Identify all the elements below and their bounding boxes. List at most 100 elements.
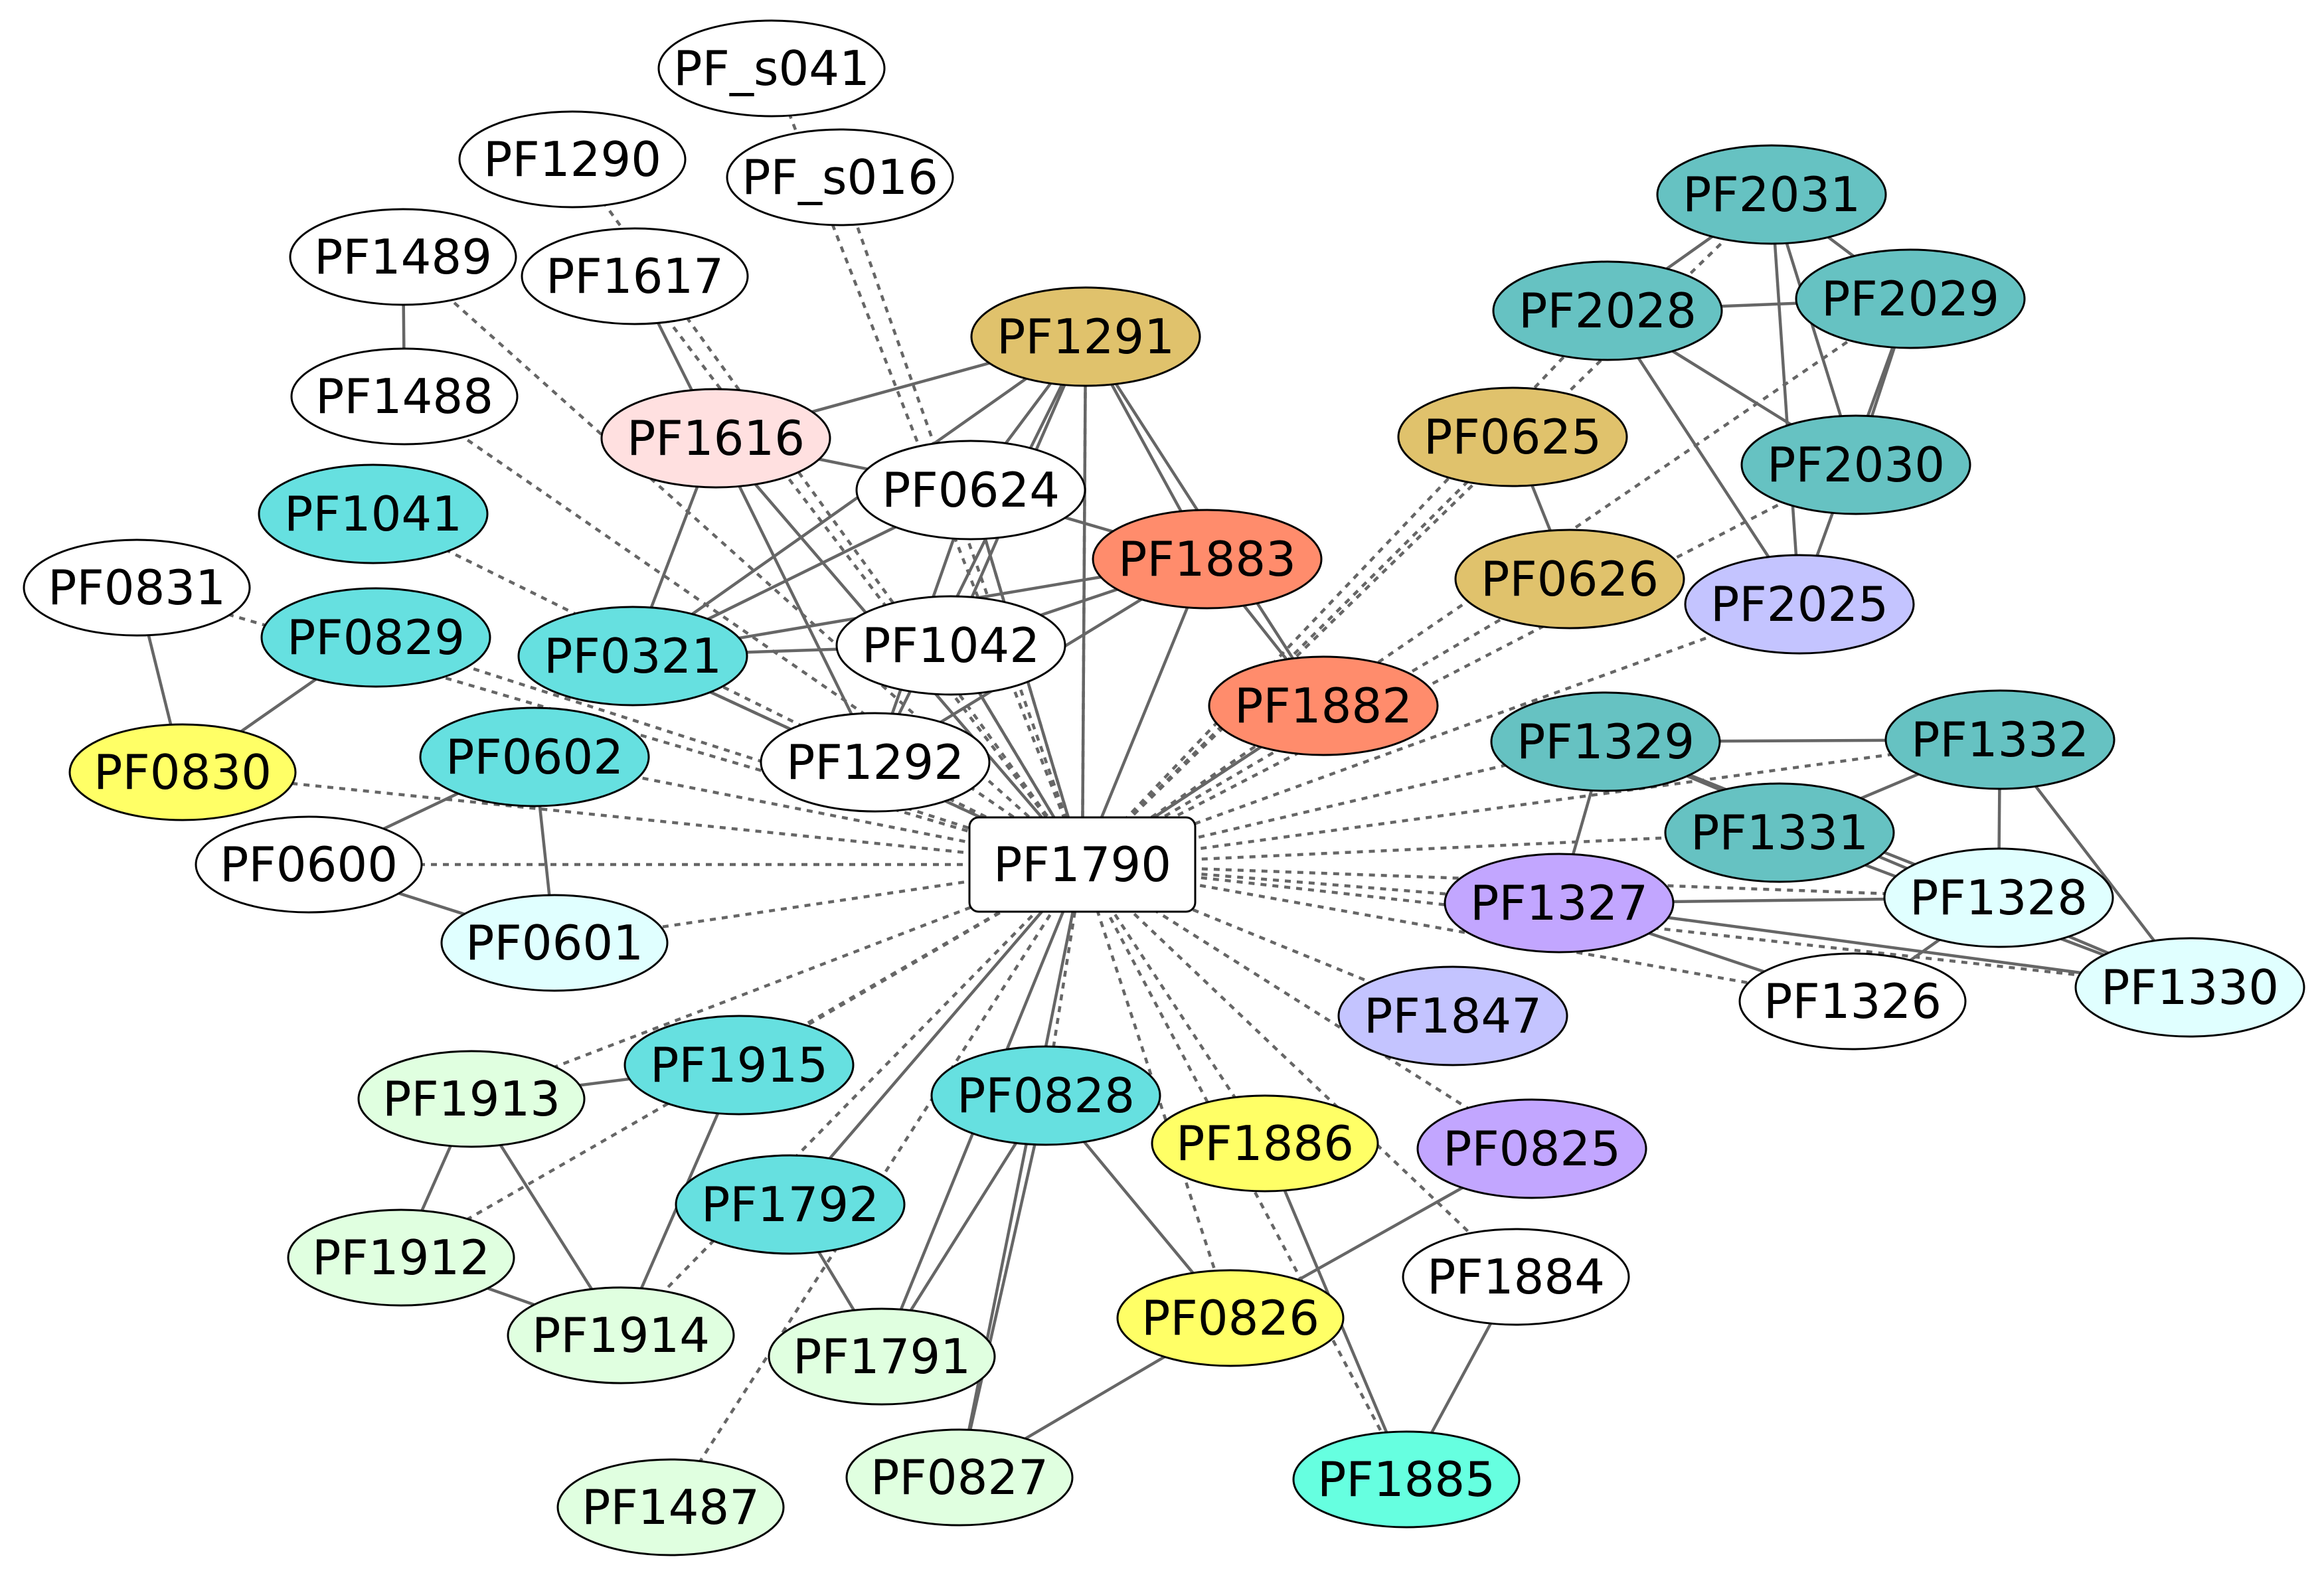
node-pf2031[interactable]: PF2031 <box>1656 144 1887 245</box>
node-label: PF0831 <box>48 560 226 616</box>
node-shape <box>440 894 669 992</box>
node-pf0624[interactable]: PF0624 <box>855 440 1086 541</box>
node-pf1489[interactable]: PF1489 <box>289 208 517 306</box>
node-pf0827[interactable]: PF0827 <box>845 1428 1074 1527</box>
node-shape <box>1092 509 1323 610</box>
node-pf1886[interactable]: PF1886 <box>1151 1094 1379 1193</box>
node-label: PF1913 <box>382 1071 560 1127</box>
node-pf-s041[interactable]: PF_s041 <box>657 19 886 118</box>
node-shape <box>419 707 650 807</box>
node-pf0626[interactable]: PF0626 <box>1454 529 1685 629</box>
edge-pf1790-pf1884 <box>1081 863 1517 1278</box>
edge-pf2028-pf2025 <box>1606 309 1801 606</box>
node-label: PF0626 <box>1481 551 1659 607</box>
node-pf0602[interactable]: PF0602 <box>419 707 650 807</box>
node-label: PF1915 <box>650 1037 828 1093</box>
node-label: PF1886 <box>1176 1116 1354 1171</box>
node-pf1792[interactable]: PF1792 <box>675 1154 906 1255</box>
node-shape <box>657 19 886 118</box>
node-pf0829[interactable]: PF0829 <box>260 587 491 688</box>
node-pf1847[interactable]: PF1847 <box>1337 965 1568 1066</box>
node-pf1042[interactable]: PF1042 <box>835 595 1066 696</box>
node-pf1487[interactable]: PF1487 <box>556 1458 785 1556</box>
node-shape <box>1684 554 1915 655</box>
node-label: PF0830 <box>94 744 272 800</box>
node-shape <box>507 1286 735 1384</box>
node-pf1882[interactable]: PF1882 <box>1208 655 1439 756</box>
node-pf2029[interactable]: PF2029 <box>1795 248 2026 349</box>
node-label: PF1291 <box>997 309 1175 365</box>
node-shape <box>23 539 251 637</box>
node-pf1292[interactable]: PF1292 <box>760 712 991 813</box>
node-pf0601[interactable]: PF0601 <box>440 894 669 992</box>
node-pf2025[interactable]: PF2025 <box>1684 554 1915 655</box>
node-pf0625[interactable]: PF0625 <box>1397 386 1628 487</box>
node-pf1330[interactable]: PF1330 <box>2074 937 2305 1038</box>
node-pf1617[interactable]: PF1617 <box>521 227 749 325</box>
edge-pf1790-pf0826 <box>1080 864 1232 1319</box>
node-pf1790[interactable]: PF1790 <box>968 816 1197 913</box>
node-pf-s016[interactable]: PF_s016 <box>726 128 954 226</box>
node-label: PF1487 <box>582 1479 760 1535</box>
node-label: PF1791 <box>793 1329 971 1384</box>
node-pf1914[interactable]: PF1914 <box>507 1286 735 1384</box>
node-shape <box>1795 248 2026 349</box>
edge-pf1790-pf1792 <box>789 863 1084 1206</box>
node-label: PF0826 <box>1141 1290 1319 1346</box>
node-pf1915[interactable]: PF1915 <box>623 1015 855 1116</box>
node-pf1327[interactable]: PF1327 <box>1444 853 1675 954</box>
node-shape <box>1740 414 1971 515</box>
node-pf0600[interactable]: PF0600 <box>195 815 423 914</box>
node-label: PF1616 <box>627 410 805 466</box>
node-label: PF2025 <box>1710 576 1888 632</box>
node-pf0826[interactable]: PF0826 <box>1116 1269 1345 1367</box>
node-pf1884[interactable]: PF1884 <box>1402 1228 1630 1326</box>
node-label: PF0601 <box>465 915 643 971</box>
node-pf1488[interactable]: PF1488 <box>290 347 519 446</box>
node-pf1332[interactable]: PF1332 <box>1884 689 2116 790</box>
node-label: PF2031 <box>1683 167 1861 222</box>
node-label: PF1327 <box>1470 875 1648 931</box>
node-shape <box>517 606 748 707</box>
node-pf1328[interactable]: PF1328 <box>1883 847 2114 948</box>
edge-pf2031-pf2025 <box>1770 194 1801 605</box>
node-pf1041[interactable]: PF1041 <box>258 463 489 564</box>
node-label: PF2028 <box>1519 283 1697 339</box>
node-pf0831[interactable]: PF0831 <box>23 539 251 637</box>
node-pf2030[interactable]: PF2030 <box>1740 414 1971 515</box>
edge-pf1329-pf1330 <box>1605 740 2191 989</box>
node-pf1290[interactable]: PF1290 <box>458 110 687 208</box>
node-label: PF0829 <box>287 610 465 665</box>
node-pf1913[interactable]: PF1913 <box>357 1050 586 1148</box>
node-label: PF1885 <box>1317 1452 1495 1507</box>
node-label: PF1326 <box>1764 973 1942 1029</box>
node-label: PF1790 <box>993 837 1171 892</box>
node-pf1616[interactable]: PF1616 <box>600 388 831 489</box>
node-pf0830[interactable]: PF0830 <box>68 723 297 821</box>
node-pf2028[interactable]: PF2028 <box>1492 260 1723 361</box>
node-shape <box>290 347 519 446</box>
node-pf1885[interactable]: PF1885 <box>1292 1430 1521 1529</box>
node-shape <box>258 463 489 564</box>
node-pf1326[interactable]: PF1326 <box>1738 952 1967 1050</box>
node-pf1791[interactable]: PF1791 <box>768 1307 996 1406</box>
node-pf1912[interactable]: PF1912 <box>287 1208 515 1307</box>
node-shape <box>1738 952 1967 1050</box>
node-shape <box>930 1045 1161 1146</box>
node-pf1329[interactable]: PF1329 <box>1490 691 1721 792</box>
edge-pf1790-pf1331 <box>1082 831 1780 867</box>
node-label: PF0624 <box>882 462 1060 518</box>
node-pf1883[interactable]: PF1883 <box>1092 509 1323 610</box>
node-pf0825[interactable]: PF0825 <box>1416 1098 1647 1199</box>
node-pf1331[interactable]: PF1331 <box>1664 782 1895 883</box>
node-pf0828[interactable]: PF0828 <box>930 1045 1161 1146</box>
node-pf1291[interactable]: PF1291 <box>970 286 1201 387</box>
node-shape <box>845 1428 1074 1527</box>
node-shape <box>1402 1228 1630 1326</box>
edge-pf1790-pf1290 <box>571 158 1084 866</box>
node-shape <box>726 128 954 226</box>
node-pf0321[interactable]: PF0321 <box>517 606 748 707</box>
edge-pf1790-pf1487 <box>669 863 1084 1509</box>
node-shape <box>556 1458 785 1556</box>
node-shape <box>1292 1430 1521 1529</box>
